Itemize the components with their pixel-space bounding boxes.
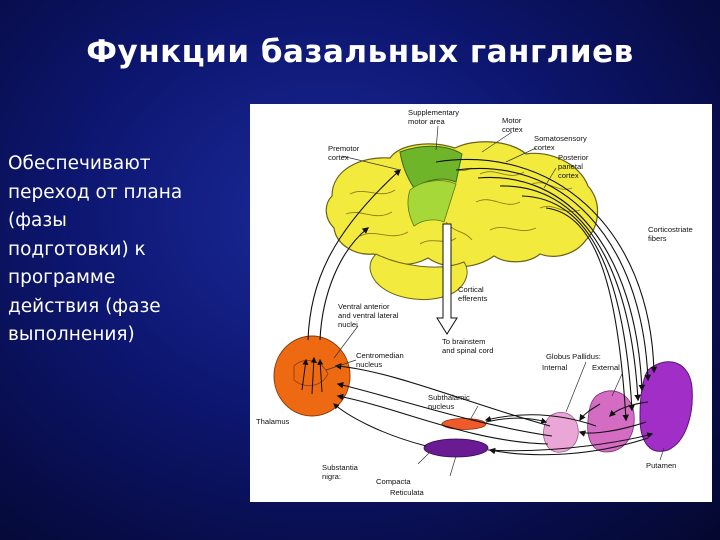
label-thalamus: Thalamus [256,417,290,426]
label-putamen: Putamen [646,461,676,470]
body-line: программе [8,264,244,293]
label-posterior-parietal-cortex: Posterior parietal cortex [558,153,591,180]
globus-pallidus-internal [544,412,579,452]
body-line: (фазы [8,207,244,236]
label-cortical-efferents: Cortical efferents [458,285,488,303]
label-subthalamic-nucleus: Subthalamic nucleus [428,393,472,411]
label-to-brainstem: To brainstem and spinal cord [442,337,494,355]
body-text: Обеспечивают переход от плана (фазы подг… [8,150,244,350]
label-corticostriate-fibers: Corticostriate fibers [648,225,695,243]
subthalamic-fibers [486,415,596,426]
slide-title: Функции базальных ганглиев [0,34,720,70]
thalamus-nucleus [274,336,350,416]
subthalamic-nucleus [442,419,486,430]
label-motor-cortex: Motor cortex [502,116,524,134]
label-compacta: Compacta [376,477,411,486]
label-ventral-nuclei: Ventral anterior and ventral lateral nuc… [338,302,401,329]
body-line: выполнения) [8,321,244,350]
label-reticulata: Reticulata [390,488,425,497]
body-line: переход от плана [8,179,244,208]
basal-ganglia-diagram: Supplementary motor area Motor cortex So… [250,104,712,502]
body-line: Обеспечивают [8,150,244,179]
label-globus-pallidus: Globus Pallidus: [546,352,601,361]
label-external: External [592,363,620,372]
label-internal: Internal [542,363,568,372]
substantia-nigra [424,439,488,457]
brain-cortex [326,142,597,267]
body-line: подготовки) к [8,236,244,265]
body-line: действия (фазе [8,293,244,322]
label-somatosensory-cortex: Somatosensory cortex [534,134,589,152]
label-supplementary-motor-area: Supplementary motor area [408,108,461,126]
label-substantia-nigra: Substantia nigra: [322,463,360,481]
label-centromedian-nucleus: Centromedian nucleus [356,351,406,369]
diagram-canvas: Supplementary motor area Motor cortex So… [250,104,712,502]
